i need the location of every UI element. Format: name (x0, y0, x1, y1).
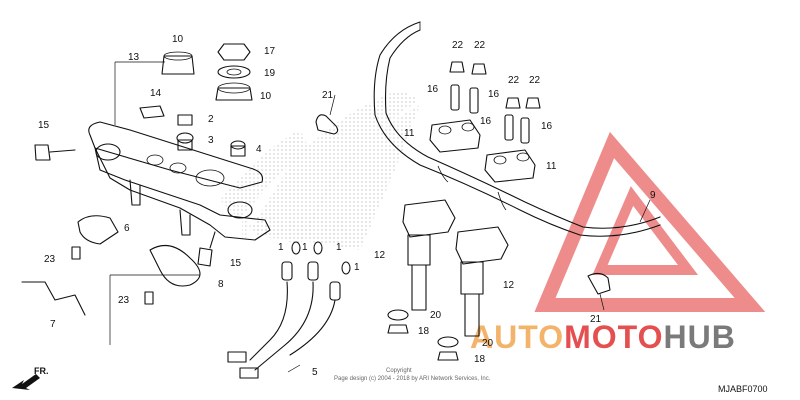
small-grommets (139, 105, 246, 157)
callout-1b: 1 (302, 242, 308, 253)
callout-20a: 20 (430, 310, 442, 321)
callout-16a: 16 (427, 84, 439, 95)
callout-23b: 23 (118, 295, 130, 306)
leader-lines (109, 61, 605, 373)
washers-nuts (387, 309, 459, 361)
callouts: 13 14 15 15 10 10 17 19 2 3 4 6 7 8 23 2… (38, 34, 656, 378)
callout-15a: 15 (38, 120, 50, 131)
callout-5: 5 (312, 367, 318, 378)
bolts-16 (450, 84, 530, 144)
watermark-auto: AUTO (470, 319, 564, 355)
callout-10a: 10 (172, 34, 184, 45)
watermark-hub: HUB (663, 319, 735, 355)
bolts-15 (34, 144, 216, 267)
callout-12b: 12 (503, 280, 515, 291)
callout-14: 14 (150, 88, 162, 99)
watermark-inner-triangle-icon (592, 186, 699, 275)
callout-22c: 22 (508, 75, 520, 86)
callout-1c: 1 (336, 242, 342, 253)
copyright-line2: Page design (c) 2004 - 2018 by ARI Netwo… (334, 376, 491, 382)
callout-22d: 22 (529, 75, 541, 86)
callout-10b: 10 (260, 91, 272, 102)
callout-16d: 16 (541, 121, 553, 132)
watermark-moto: MOTO (564, 319, 663, 355)
callout-18a: 18 (418, 326, 430, 337)
riser-b (455, 226, 509, 337)
callout-17: 17 (264, 46, 276, 57)
callout-23a: 23 (44, 254, 56, 265)
callout-22b: 22 (474, 40, 486, 51)
callout-19: 19 (264, 68, 276, 79)
callout-20b: 20 (482, 338, 494, 349)
callout-8: 8 (218, 279, 224, 290)
callout-13: 13 (128, 52, 140, 63)
svg-text:AUTOMOTOHUB: AUTOMOTOHUB (470, 319, 736, 355)
riser-a (402, 199, 456, 311)
handlebar (373, 21, 661, 237)
callout-4: 4 (256, 144, 262, 155)
callout-21a: 21 (322, 90, 334, 101)
holder-upper-a (429, 119, 481, 153)
top-bridge (88, 121, 271, 241)
clamp-21 (315, 114, 611, 295)
callout-11a: 11 (404, 128, 415, 139)
callout-1a: 1 (278, 242, 284, 253)
callout-2: 2 (208, 114, 214, 125)
callout-3: 3 (208, 135, 214, 146)
callout-6: 6 (124, 223, 130, 234)
callout-9: 9 (650, 190, 656, 201)
watermark: AUTOMOTOHUB (470, 131, 766, 355)
callout-1d: 1 (354, 262, 360, 273)
direction-label: FR. (34, 366, 49, 376)
callout-22a: 22 (452, 40, 464, 51)
callout-7: 7 (50, 319, 56, 330)
callout-16c: 16 (480, 116, 492, 127)
callout-11b: 11 (546, 161, 557, 172)
clips-wires (21, 215, 201, 316)
front-direction-arrow: FR. (12, 366, 49, 390)
wiring-harness (227, 241, 351, 379)
background-wing-logo: HONDA (220, 90, 420, 250)
callout-16b: 16 (488, 89, 500, 100)
holder-upper-b (484, 149, 536, 183)
cushions (161, 43, 253, 101)
callout-18b: 18 (474, 354, 486, 365)
callout-12a: 12 (374, 250, 386, 261)
svg-text:HONDA: HONDA (240, 212, 350, 245)
diagram-code: MJABF0700 (718, 384, 768, 394)
caps-22 (449, 61, 541, 109)
callout-21b: 21 (590, 314, 602, 325)
copyright-line1: Copyright (386, 368, 412, 374)
callout-15b: 15 (230, 258, 242, 269)
watermark-triangle-icon (534, 131, 766, 312)
